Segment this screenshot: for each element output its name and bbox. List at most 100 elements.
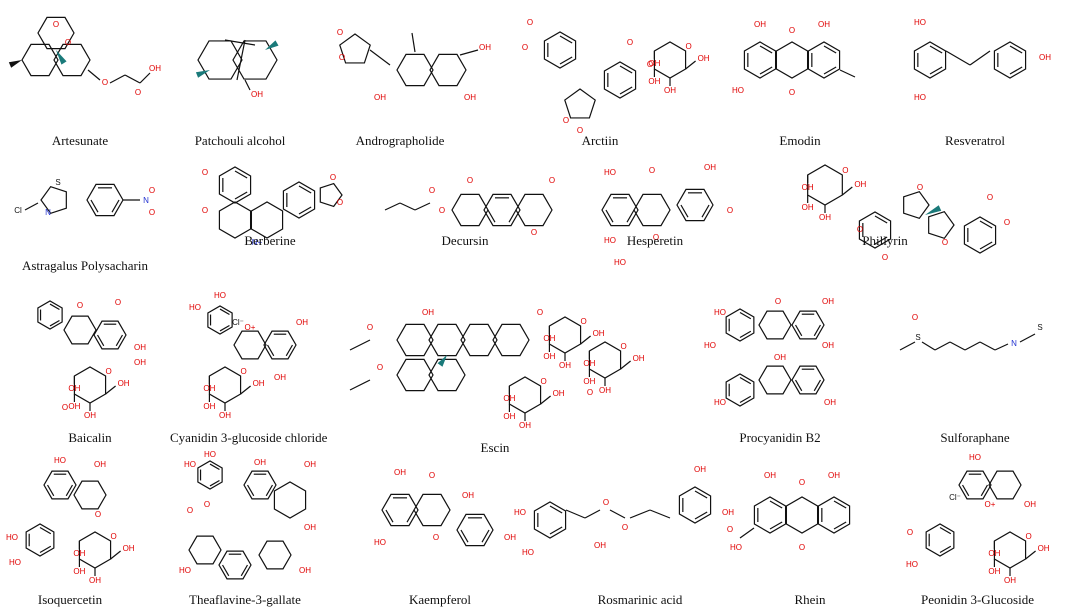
double-bond: [874, 236, 888, 245]
double-bond: [605, 209, 614, 223]
ring-bond: [993, 41, 1027, 79]
atom-label: OH: [503, 412, 515, 421]
ring-bond: [93, 320, 127, 350]
bond: [24, 202, 39, 211]
atom-label: OH: [134, 343, 146, 352]
bond: [949, 341, 966, 351]
atom-label: O: [439, 206, 445, 215]
ring-bond: [925, 523, 955, 557]
atom-label: OH: [519, 421, 531, 430]
ring-bond: [273, 481, 307, 519]
atom-label: HO: [714, 398, 726, 407]
atom-label: O: [102, 78, 108, 87]
double-bond: [739, 377, 752, 385]
bond: [964, 341, 981, 351]
ring-bond: [197, 460, 223, 490]
atom-label: O: [149, 186, 155, 195]
atom-label: O: [580, 317, 586, 326]
atom-label: OH: [822, 341, 834, 350]
double-bond: [209, 479, 220, 487]
atom-label: OH: [698, 54, 710, 63]
atom-label: O: [433, 533, 439, 542]
atom-label: OH: [304, 523, 316, 532]
atom-label: O: [110, 532, 116, 541]
atom-label: O: [917, 183, 923, 192]
bond: [124, 74, 141, 84]
double-bond: [47, 484, 55, 497]
atom-label: O: [653, 233, 659, 242]
double-bond: [222, 564, 230, 577]
atom-label: OH: [818, 20, 830, 29]
double-bond: [739, 395, 752, 403]
bond: [979, 341, 996, 351]
atom-label: OH: [73, 549, 85, 558]
ring-bond: [258, 540, 292, 570]
atom-label: O: [377, 363, 383, 372]
ring-bond: [858, 211, 892, 249]
atom-label: OH: [722, 508, 734, 517]
ring-bond: [601, 193, 639, 227]
atom-label: N: [45, 208, 51, 217]
compound-name: Kaempferol: [408, 592, 472, 607]
double-bond: [219, 324, 230, 332]
atom-label: OH: [648, 59, 660, 68]
double-bond: [234, 191, 248, 200]
atom-label: OH: [304, 460, 316, 469]
bond: [685, 60, 696, 70]
atom-label: O: [105, 367, 111, 376]
five-ring-bond: [903, 190, 930, 220]
double-bond: [980, 484, 988, 497]
compound-name: Escin: [480, 440, 510, 455]
five-ring-bond: [564, 88, 596, 119]
ring-bond: [791, 310, 825, 340]
stereo-wedge: [265, 40, 279, 50]
ring-bond: [678, 486, 712, 524]
double-bond: [979, 220, 993, 229]
atom-label: O: [727, 206, 733, 215]
atom-label: O: [95, 510, 101, 519]
ring-bond: [396, 53, 434, 87]
bond: [459, 49, 479, 56]
double-bond: [298, 206, 312, 215]
ring-bond: [429, 53, 467, 87]
stereo-wedge: [925, 205, 942, 215]
double-bond: [39, 545, 52, 553]
atom-label: OH: [559, 361, 571, 370]
atom-label: O: [799, 543, 805, 552]
compound-name: Theaflavine-3-gallate: [189, 592, 301, 607]
double-bond: [508, 209, 517, 223]
ring-bond: [817, 496, 851, 534]
double-bond: [939, 545, 952, 553]
compound-name: Berberine: [244, 233, 296, 248]
bond: [580, 335, 591, 345]
atom-label: OH: [593, 329, 605, 338]
bond: [369, 49, 391, 66]
atom-label: OH: [1038, 544, 1050, 553]
atom-label: OH: [543, 352, 555, 361]
atom-label: OH: [296, 318, 308, 327]
double-bond: [680, 204, 689, 218]
atom-label: OH: [1039, 53, 1051, 62]
atom-label: O: [202, 168, 208, 177]
double-bond: [65, 484, 73, 497]
ring-bond: [250, 201, 284, 239]
atom-label: O: [627, 38, 633, 47]
atom-label: HO: [906, 560, 918, 569]
ring-bond: [543, 31, 577, 69]
atom-label: HO: [179, 566, 191, 575]
double-bond: [481, 529, 490, 543]
atom-label: OH: [764, 471, 776, 480]
compound-name: Artesunate: [51, 133, 109, 148]
